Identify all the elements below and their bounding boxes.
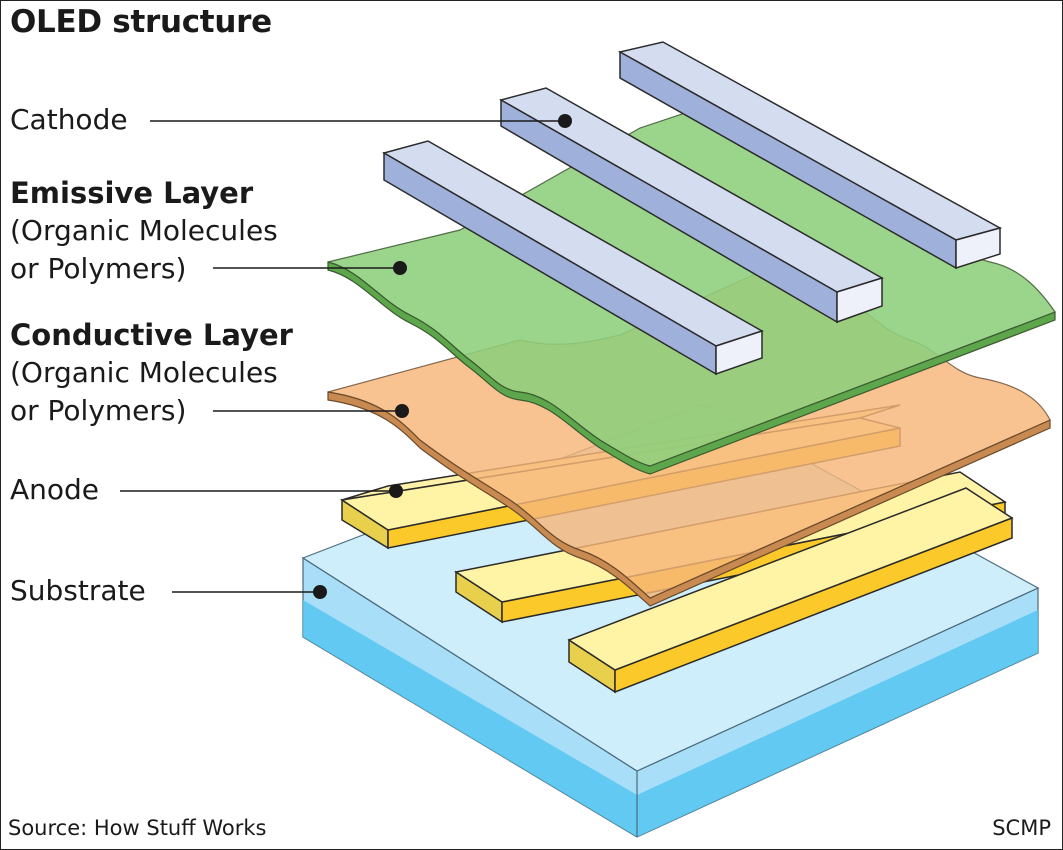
conductive-label-group: Conductive Layer (Organic Molecules or P… (10, 316, 293, 430)
emissive-sublabel-line1: (Organic Molecules (10, 214, 278, 247)
conductive-sublabel-line2: or Polymers) (10, 394, 187, 427)
substrate-front-fill (303, 600, 1038, 837)
conductive-label: Conductive Layer (10, 318, 293, 352)
emissive-sublabel-line2: or Polymers) (10, 252, 187, 285)
conductive-sublabel-line1: (Organic Molecules (10, 356, 278, 389)
conductive-dot (395, 404, 409, 418)
cathode-label: Cathode (10, 103, 128, 136)
cathode-layer (382, 41, 1002, 376)
anode-dot (389, 484, 403, 498)
source-credit: Source: How Stuff Works (8, 816, 267, 840)
cathode-dot (558, 114, 572, 128)
cathode-bar (499, 87, 884, 324)
emissive-dot (393, 261, 407, 275)
substrate-dot (313, 585, 327, 599)
emissive-label: Emissive Layer (10, 176, 254, 210)
publisher-credit: SCMP (992, 816, 1051, 840)
callout-dots (313, 114, 572, 599)
emissive-label-group: Emissive Layer (Organic Molecules or Pol… (10, 174, 278, 288)
callout-leaders (120, 120, 565, 593)
anode-strip (567, 487, 1014, 694)
cathode-bar (617, 41, 1002, 270)
cathode-bar (382, 140, 764, 376)
page-title: OLED structure (10, 4, 272, 40)
substrate-label: Substrate (10, 574, 146, 607)
anode-label: Anode (10, 473, 100, 506)
